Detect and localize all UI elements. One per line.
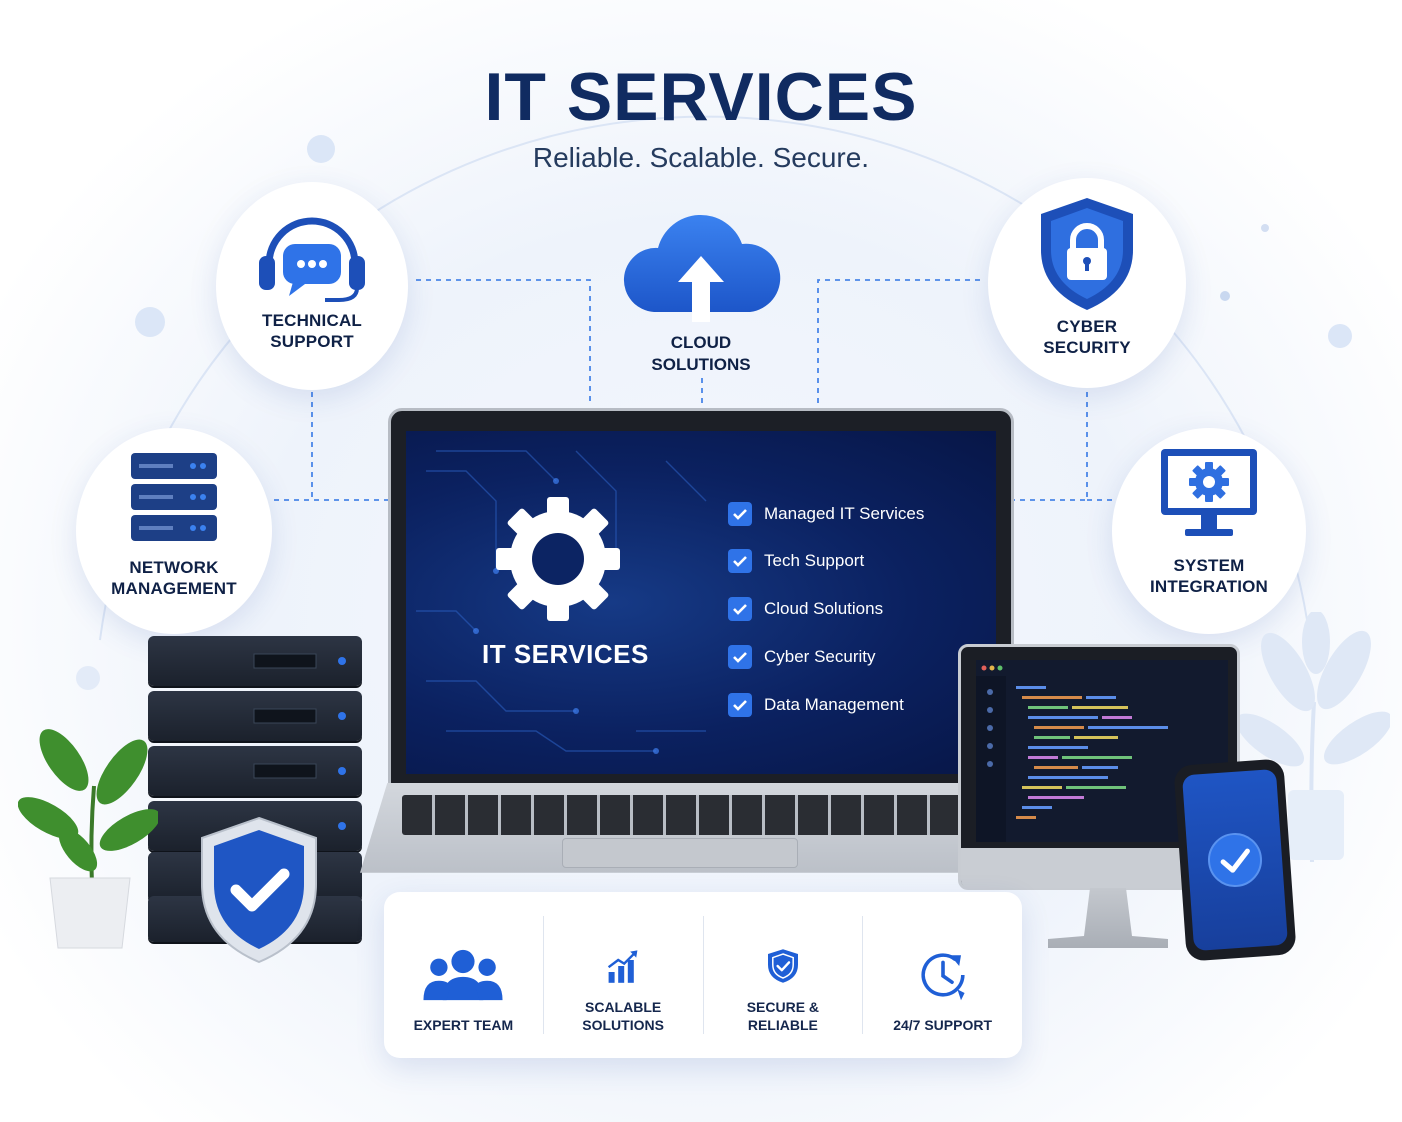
potted-plant-icon bbox=[18, 729, 158, 949]
page-title: IT SERVICES bbox=[484, 59, 918, 135]
checklist-item: Cloud Solutions bbox=[728, 597, 883, 621]
checklist-text: Tech Support bbox=[764, 551, 865, 570]
checkbox-icon bbox=[728, 645, 752, 669]
service-network-management[interactable]: NETWORK MANAGEMENT bbox=[76, 428, 272, 634]
shield-check-icon bbox=[201, 816, 317, 964]
trackpad bbox=[562, 838, 798, 868]
service-technical-support[interactable]: TECHNICAL SUPPORT bbox=[216, 182, 408, 390]
checklist-text: Data Management bbox=[764, 695, 904, 714]
keyboard bbox=[402, 795, 1000, 835]
checklist-item: Data Management bbox=[728, 693, 904, 717]
feature-scalable-solutions: SCALABLE SOLUTIONS bbox=[544, 916, 704, 1034]
feature-label: EXPERT TEAM bbox=[413, 1017, 514, 1033]
service-label: NETWORK MANAGEMENT bbox=[111, 558, 237, 598]
feature-secure-reliable: SECURE & RELIABLE bbox=[704, 916, 864, 1034]
checklist-item: Managed IT Services bbox=[728, 502, 924, 526]
smartphone bbox=[1173, 758, 1297, 962]
phone-screen bbox=[1181, 768, 1289, 952]
feature-label: SCALABLE SOLUTIONS bbox=[582, 999, 664, 1033]
service-cloud-solutions[interactable]: CLOUD SOLUTIONS bbox=[651, 333, 751, 374]
checklist-text: Managed IT Services bbox=[764, 504, 925, 523]
service-label: CYBER SECURITY bbox=[1043, 317, 1131, 357]
feature-label: SECURE & RELIABLE bbox=[746, 999, 820, 1033]
team-icon bbox=[423, 949, 503, 1001]
server-stack-icon bbox=[131, 453, 217, 541]
plant-silhouette-icon bbox=[1240, 612, 1390, 862]
code-lines bbox=[976, 665, 1168, 842]
checklist-text: Cyber Security bbox=[764, 647, 876, 666]
service-cyber-security[interactable]: CYBER SECURITY bbox=[988, 178, 1186, 388]
checklist-item: Tech Support bbox=[728, 549, 864, 573]
checkbox-icon bbox=[728, 597, 752, 621]
monitor-gear-icon bbox=[1161, 449, 1257, 536]
service-system-integration[interactable]: SYSTEM INTEGRATION bbox=[1112, 428, 1306, 634]
checkbox-icon bbox=[728, 549, 752, 573]
checklist-item: Cyber Security bbox=[728, 645, 875, 669]
check-circle-icon bbox=[1208, 833, 1262, 887]
checklist-text: Cloud Solutions bbox=[764, 599, 884, 618]
circuit-lines bbox=[416, 450, 707, 754]
feature-bar: EXPERT TEAM SCALABLE SOLUTIONS SECURE & … bbox=[384, 892, 1022, 1058]
feature-support-247: 24/7 SUPPORT bbox=[863, 916, 1022, 1034]
shield-check-icon bbox=[767, 949, 798, 983]
shield-lock-icon bbox=[1041, 198, 1133, 310]
laptop-screen: IT SERVICES Managed IT Services Tech Sup… bbox=[406, 431, 996, 774]
feature-expert-team: EXPERT TEAM bbox=[384, 916, 544, 1034]
clock-icon bbox=[921, 953, 965, 1001]
checkbox-icon bbox=[728, 693, 752, 717]
server-lights bbox=[253, 653, 346, 830]
feature-label: 24/7 SUPPORT bbox=[893, 1017, 993, 1033]
gear-icon bbox=[496, 497, 620, 621]
checkbox-icon bbox=[728, 502, 752, 526]
growth-chart-icon bbox=[608, 950, 638, 983]
headset-chat-icon bbox=[259, 217, 365, 302]
service-label: TECHNICAL SUPPORT bbox=[261, 311, 362, 351]
cloud-upload-icon bbox=[623, 214, 781, 322]
page-subtitle: Reliable. Scalable. Secure. bbox=[532, 142, 870, 173]
service-label: SYSTEM INTEGRATION bbox=[1149, 556, 1269, 596]
screen-title: IT SERVICES bbox=[482, 639, 649, 669]
